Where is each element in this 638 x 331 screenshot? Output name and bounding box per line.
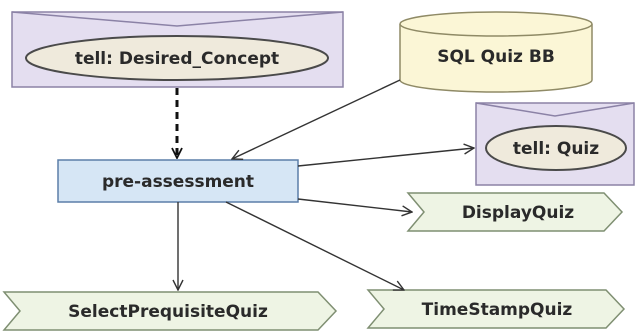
sql-quiz-bb-label: SQL Quiz BB: [437, 47, 555, 67]
timestamp-quiz-shape: [366, 289, 626, 329]
tell-desired-concept-oval: [25, 35, 329, 81]
select-prerequisite-quiz-shape: [2, 291, 338, 331]
sql-quiz-bb-body: [399, 24, 593, 93]
timestamp-quiz-label: TimeStampQuiz: [422, 300, 573, 320]
sql-quiz-bb-top: [399, 11, 593, 37]
edge-pre-assessment-to-timestamp: [225, 201, 404, 290]
tell-quiz-oval: [485, 125, 627, 171]
tell-quiz-label: tell: Quiz: [513, 139, 599, 159]
edge-pre-assessment-to-display-quiz: [297, 198, 412, 212]
pre-assessment-label: pre-assessment: [102, 172, 254, 192]
edge-sql-to-pre-assessment: [232, 79, 401, 159]
pre-assessment-node[interactable]: pre-assessment: [57, 159, 299, 203]
edge-pre-assessment-to-tell-quiz: [297, 148, 474, 167]
display-quiz-shape: [406, 192, 624, 232]
tell-quiz-node[interactable]: tell: Quiz: [475, 102, 635, 186]
tell-quiz-notch: [475, 102, 635, 117]
select-prerequisite-quiz-node[interactable]: SelectPrequisiteQuiz: [2, 291, 338, 331]
select-prerequisite-quiz-label: SelectPrequisiteQuiz: [68, 302, 268, 322]
tell-desired-concept-node[interactable]: tell: Desired_Concept: [11, 11, 344, 88]
sql-quiz-bb-node[interactable]: SQL Quiz BB: [399, 11, 593, 93]
tell-desired-concept-label: tell: Desired_Concept: [75, 49, 279, 69]
timestamp-quiz-node[interactable]: TimeStampQuiz: [366, 289, 626, 329]
display-quiz-node[interactable]: DisplayQuiz: [406, 192, 624, 232]
tell-desired-concept-notch: [11, 11, 344, 27]
display-quiz-label: DisplayQuiz: [462, 203, 574, 223]
